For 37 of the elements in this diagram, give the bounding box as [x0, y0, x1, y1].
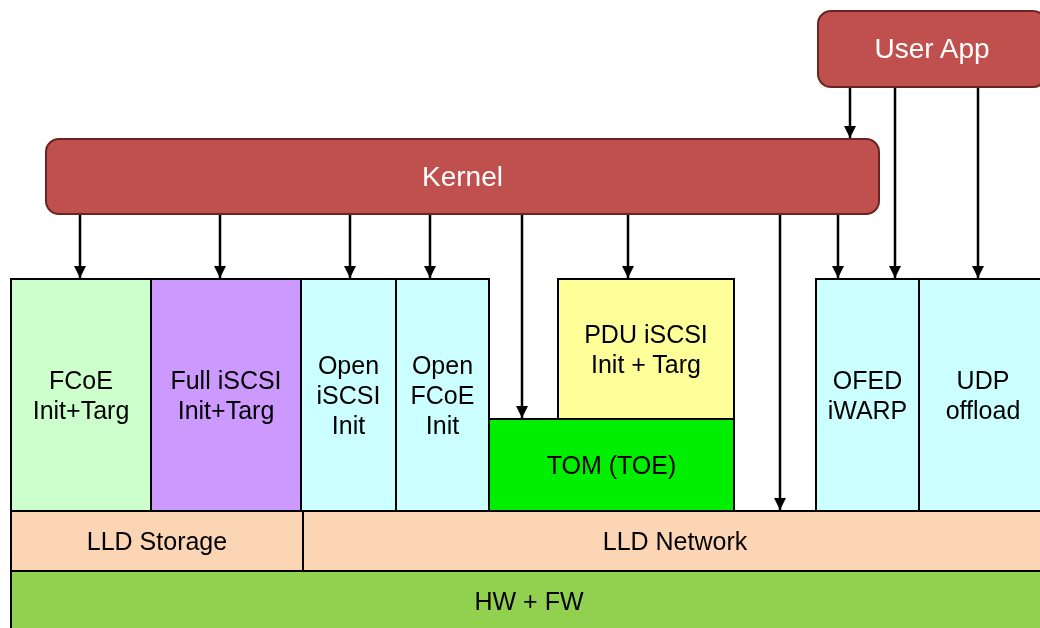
box-label: Open iSCSI Init — [315, 350, 382, 440]
box-label: User App — [874, 32, 990, 66]
rounded-box — [45, 138, 880, 215]
arrow — [888, 88, 902, 278]
arrow — [73, 215, 87, 278]
layer-box — [557, 278, 735, 420]
layer-box — [395, 278, 490, 512]
arrow — [343, 215, 357, 278]
layer-box — [918, 278, 1040, 512]
layer-box — [10, 570, 1040, 628]
box-label: FCoE Init+Targ — [31, 365, 131, 425]
layer-box — [150, 278, 302, 512]
box-label: OFED iWARP — [826, 365, 909, 425]
arrow — [621, 215, 635, 278]
arrow — [423, 215, 437, 278]
box-label: PDU iSCSI Init + Targ — [583, 319, 709, 379]
box-label: Open FCoE Init — [409, 350, 476, 440]
arrow — [773, 215, 787, 510]
layer-box — [815, 278, 920, 512]
layer-box — [302, 510, 1040, 572]
box-label: LLD Network — [602, 526, 748, 556]
box-label: LLD Storage — [86, 526, 228, 556]
layer-box — [10, 510, 304, 572]
rounded-box — [817, 10, 1040, 88]
box-label: Full iSCSI Init+Targ — [169, 365, 283, 425]
box-label: HW + FW — [474, 586, 584, 616]
box-label: TOM (TOE) — [546, 450, 677, 480]
layer-box — [10, 278, 152, 512]
arrow — [213, 215, 227, 278]
arrow — [971, 88, 985, 278]
layer-box — [488, 418, 735, 512]
box-label: UDP offload — [944, 365, 1022, 425]
layer-box — [300, 278, 397, 512]
arrow — [843, 88, 857, 138]
box-label: Kernel — [422, 159, 503, 194]
arrow — [515, 215, 529, 418]
arrow — [831, 215, 845, 278]
